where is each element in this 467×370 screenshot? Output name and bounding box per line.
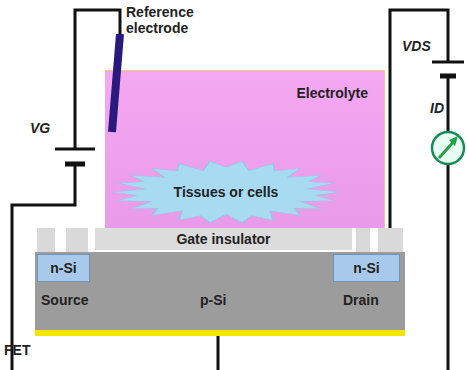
contact-pad <box>37 228 55 252</box>
back-contact <box>35 330 405 336</box>
drain-region: n-Si <box>333 254 400 282</box>
ammeter-arrowhead <box>449 136 458 146</box>
battery-plate <box>65 162 85 167</box>
wire <box>447 76 450 132</box>
substrate-band: p-Si n-Si n-Si <box>35 252 405 330</box>
wire <box>447 164 450 370</box>
node-text: p-Si <box>200 292 226 308</box>
battery-plate <box>432 61 464 64</box>
reference-electrode <box>112 34 120 132</box>
part-label: Drain <box>343 292 379 308</box>
battery-plate <box>55 148 95 151</box>
gate-insulator: Gate insulator <box>95 228 352 250</box>
contact-pad <box>66 228 88 252</box>
part-label: Source <box>41 292 88 308</box>
part-label: Reference electrode <box>126 4 236 36</box>
electrolyte-region: ElectrolyteTissues or cells <box>105 70 385 228</box>
part-label: FET <box>4 342 30 358</box>
wire <box>390 10 448 228</box>
signal-name: VDS <box>402 38 431 54</box>
node-text: n-Si <box>353 260 379 276</box>
signal-name: ID <box>430 100 444 116</box>
node-text: n-Si <box>50 260 76 276</box>
ammeter-symbol <box>432 132 464 164</box>
contact-pad <box>356 228 370 252</box>
cells-starburst: Tissues or cells <box>113 161 339 223</box>
node-text: Electrolyte <box>296 85 368 101</box>
starburst-shape <box>113 161 339 222</box>
wire <box>217 336 220 370</box>
node-text: Tissues or cells <box>174 184 279 200</box>
signal-name: VG <box>30 120 50 136</box>
contact-pad <box>378 228 403 252</box>
node-text: Gate insulator <box>176 231 270 247</box>
wires <box>12 10 448 370</box>
source-region: n-Si <box>37 254 90 282</box>
battery-plate <box>440 74 456 79</box>
